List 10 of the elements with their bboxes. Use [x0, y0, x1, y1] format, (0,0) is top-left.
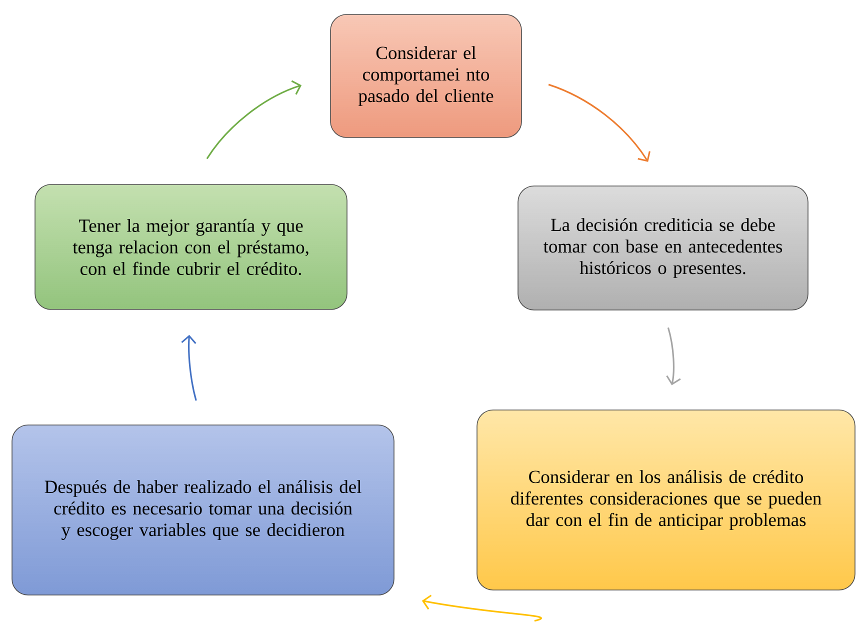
arrow [666, 327, 681, 386]
arrow [548, 84, 650, 162]
arrow [181, 334, 197, 401]
process-box: Considerar en los análisis de crédito diferentes consideraciones que se pueden dar con el fin de anticipar problemas [476, 410, 856, 590]
arrow [206, 80, 302, 160]
process-box: Tener la mejor garantía y que tenga relacion con el préstamo, con el finde cubrir el crédito. [34, 184, 348, 310]
process-box: La decisión crediticia se debe tomar con base en antecedentes históricos o presentes. [518, 186, 808, 310]
process-box: Considerar el comportamei nto pasado del cliente [330, 14, 522, 138]
arrow [422, 594, 542, 622]
process-box: Después de haber realizado el análisis del crédito es necesario tomar una decisión y escoger variables que se decidieron [12, 424, 394, 596]
